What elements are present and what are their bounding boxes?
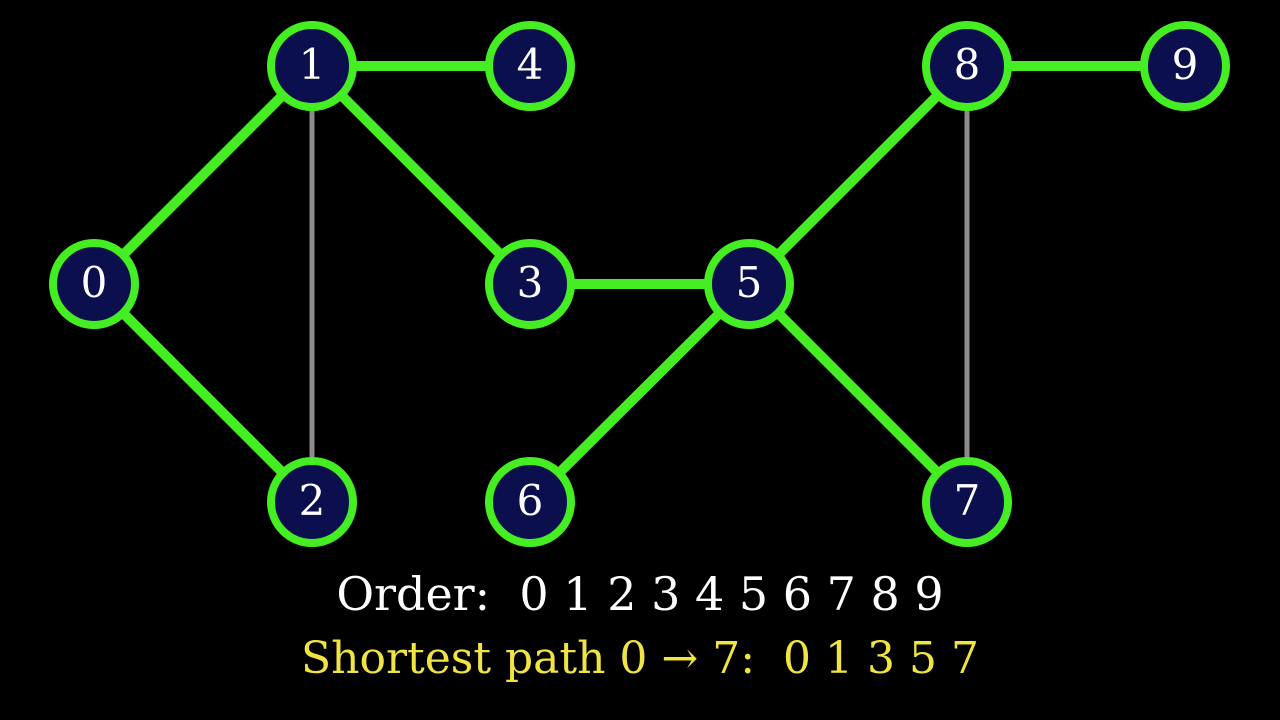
node-label: 6 [517, 476, 544, 525]
traversal-order: Order: 0 1 2 3 4 5 6 7 8 9 [0, 566, 1280, 622]
edge-0-1 [89, 61, 317, 289]
edge-1-3 [307, 61, 535, 289]
shortest-path-sequence: 0 1 3 5 7 [783, 633, 979, 684]
node-circle [922, 457, 1012, 547]
node-circle [1140, 21, 1230, 111]
graph-canvas: 0 1 2 3 4 5 6 7 8 9 [49, 21, 1230, 547]
order-sequence: 0 1 2 3 4 5 6 7 8 9 [519, 567, 944, 621]
node-label: 3 [517, 258, 544, 307]
node-label: 8 [954, 40, 981, 89]
node-9: 9 [1140, 21, 1230, 111]
node-label: 2 [299, 476, 326, 525]
node-circle [49, 239, 139, 329]
node-circle [922, 21, 1012, 111]
node-label: 4 [517, 40, 544, 89]
edge-5-7 [744, 279, 972, 507]
order-label: Order: [336, 567, 491, 621]
node-label: 0 [81, 258, 108, 307]
node-circle [267, 457, 357, 547]
shortest-path-label: Shortest path 0 → 7: [301, 633, 756, 684]
node-3: 3 [485, 239, 575, 329]
node-8: 8 [922, 21, 1012, 111]
node-2: 2 [267, 457, 357, 547]
node-circle [267, 21, 357, 111]
node-label: 1 [299, 40, 326, 89]
node-5: 5 [704, 239, 794, 329]
node-label: 5 [736, 258, 763, 307]
node-7: 7 [922, 457, 1012, 547]
node-0: 0 [49, 239, 139, 329]
node-6: 6 [485, 457, 575, 547]
node-circle [485, 239, 575, 329]
node-1: 1 [267, 21, 357, 111]
node-label: 7 [954, 476, 981, 525]
node-label: 9 [1172, 40, 1199, 89]
edge-5-8 [744, 61, 972, 289]
edge-5-6 [525, 279, 754, 507]
node-circle [485, 21, 575, 111]
nodes-layer: 0 1 2 3 4 5 6 7 8 9 [49, 21, 1230, 547]
node-4: 4 [485, 21, 575, 111]
edge-0-2 [89, 279, 317, 507]
node-circle [704, 239, 794, 329]
shortest-path-caption: Shortest path 0 → 7: 0 1 3 5 7 [0, 632, 1280, 686]
edges-layer [89, 61, 1190, 507]
node-circle [485, 457, 575, 547]
